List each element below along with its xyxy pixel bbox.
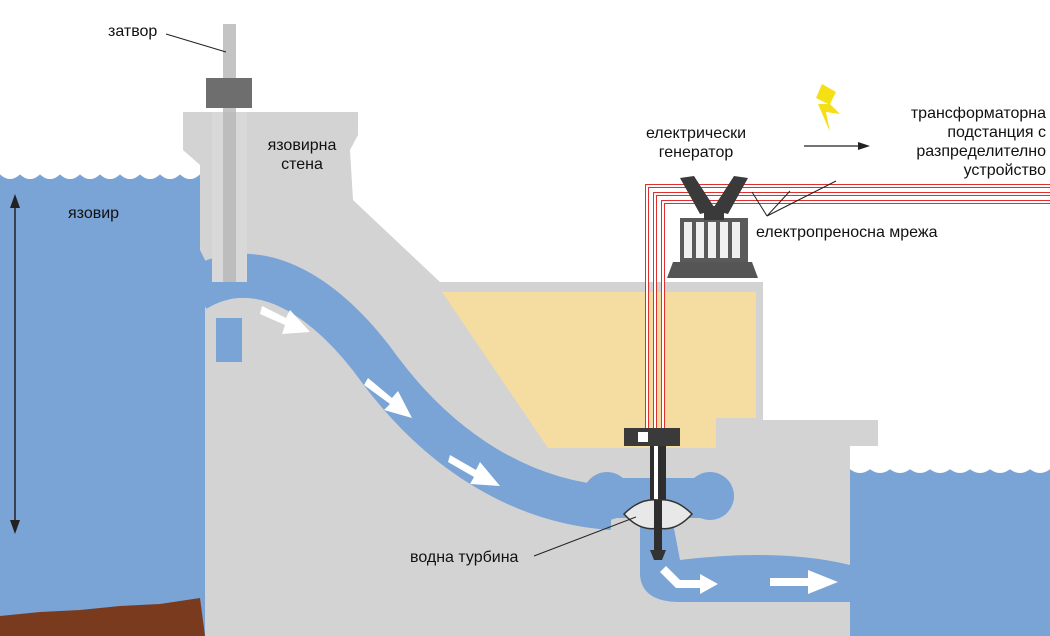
turbine-label: водна турбина bbox=[410, 549, 519, 566]
leader-lines bbox=[165, 33, 837, 557]
level-arrow bbox=[10, 194, 20, 534]
penstock-inlet bbox=[216, 318, 242, 362]
dam-wall-label-line-2: стена bbox=[281, 156, 323, 173]
power-grid-label: електропреносна мрежа bbox=[756, 224, 938, 241]
gate-shaft-inner bbox=[223, 112, 236, 282]
dam-wall-label: язовирна стена bbox=[254, 136, 350, 174]
substation-label: трансформаторна подстанция с разпределит… bbox=[880, 104, 1046, 180]
power-lines bbox=[645, 184, 1050, 430]
generator-label-line-1: електрически bbox=[645, 125, 747, 142]
reservoir-sediment bbox=[0, 598, 205, 636]
substation-label-line-3: разпределително bbox=[916, 143, 1046, 160]
generator bbox=[667, 176, 758, 278]
penstock bbox=[183, 253, 614, 530]
generator-label: електрически генератор bbox=[632, 124, 760, 162]
substation-label-line-4: устройство bbox=[963, 162, 1046, 179]
lightning-icon bbox=[816, 84, 840, 132]
powerhouse-room bbox=[442, 292, 756, 448]
powerhouse-step bbox=[716, 420, 840, 448]
substation-label-line-1: трансформаторна bbox=[910, 105, 1046, 122]
turbine-assembly bbox=[622, 428, 694, 560]
gate-label: затвор bbox=[108, 23, 158, 40]
dam-wall-label-line-1: язовирна bbox=[267, 137, 337, 154]
generator-label-line-2: генератор bbox=[658, 144, 734, 161]
reservoir-label: язовир bbox=[68, 205, 120, 222]
substation-label-line-2: подстанция с bbox=[947, 124, 1046, 141]
substation-arrow bbox=[804, 142, 870, 150]
gate-actuator bbox=[206, 78, 252, 108]
tailwater bbox=[849, 466, 1050, 636]
water-flow-arrows bbox=[260, 306, 838, 594]
reservoir-water bbox=[0, 171, 212, 636]
